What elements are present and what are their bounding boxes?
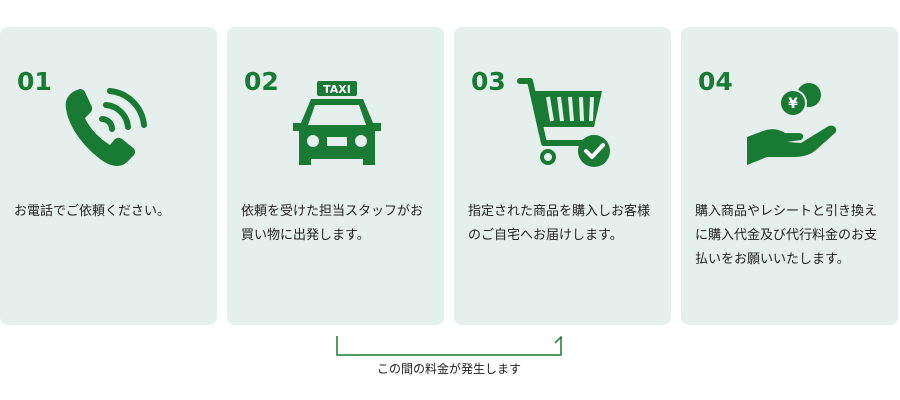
step-number: 01	[17, 67, 52, 96]
step-number: 02	[244, 67, 279, 96]
step-card-03: 03 指定された商品を購入しお客様のご自宅へお届けします。	[454, 27, 671, 325]
step-card-04: 04 ¥ 購入商品やレシートと引き換えに購入代金及び代行料金のお支払いをお願いい…	[681, 27, 898, 325]
phone-icon	[50, 75, 170, 175]
step-number: 04	[698, 67, 733, 96]
taxi-sign-label: TAXI	[323, 83, 351, 96]
taxi-icon: TAXI	[277, 75, 397, 175]
step-description: 指定された商品を購入しお客様のご自宅へお届けします。	[468, 204, 651, 243]
fee-note: この間の料金が発生します	[376, 362, 521, 376]
step-description: お電話でご依頼ください。	[14, 204, 171, 219]
step-description: 購入商品やレシートと引き換えに購入代金及び代行料金のお支払いをお願いいたします。	[695, 204, 878, 267]
step-description: 依頼を受けた担当スタッフがお買い物に出発します。	[241, 204, 424, 243]
fee-range-bracket	[336, 335, 568, 356]
step-card-01: 01 お電話でご依頼ください。	[0, 27, 217, 325]
hand-yen-coin-icon: ¥	[731, 75, 851, 175]
step-number: 03	[471, 67, 506, 96]
yen-coin-symbol: ¥	[788, 96, 798, 112]
shopping-cart-check-icon	[504, 75, 624, 175]
step-card-02: 02 TAXI 依頼を受けた担当スタッフがお買い物に出発します。	[227, 27, 444, 325]
